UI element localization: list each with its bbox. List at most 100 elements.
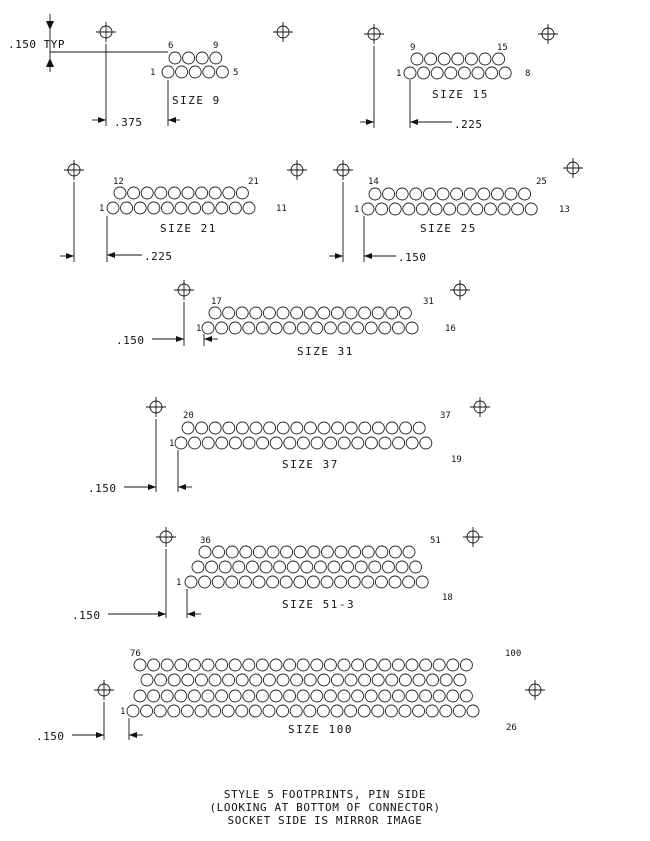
pin-hole	[504, 187, 518, 201]
pin-hole	[364, 658, 378, 672]
pin-hole	[429, 202, 443, 216]
pin-hole	[317, 306, 331, 320]
mounting-hole-icon	[463, 527, 483, 547]
pin-hole	[255, 321, 269, 335]
pin-hole	[358, 421, 372, 435]
offset-label: .375	[114, 116, 143, 129]
pin-hole	[439, 673, 453, 687]
pin-hole	[403, 66, 417, 80]
footprint-size-37: .150 20 37 1 19 SIZE 37	[88, 397, 490, 495]
pin-label-top-first: 76	[130, 649, 141, 659]
pin-hole	[187, 689, 201, 703]
pin-hole	[228, 321, 242, 335]
pin-hole	[228, 658, 242, 672]
pin-hole	[327, 560, 341, 574]
pin-hole	[392, 436, 406, 450]
pin-hole	[368, 187, 382, 201]
dimension-arrowhead	[98, 117, 106, 123]
pin-hole	[402, 545, 416, 559]
dimension-arrowhead	[148, 484, 156, 490]
pin-hole	[405, 321, 419, 335]
footprint-size-51-3: .150 36 51 1 18 SIZE 51-3	[72, 527, 483, 622]
pin-hole	[334, 545, 348, 559]
pin-hole	[303, 704, 317, 718]
pin-hole	[140, 186, 154, 200]
pitch-arrowhead	[46, 21, 54, 30]
pin-hole	[208, 673, 222, 687]
pin-label-top-last: 100	[505, 649, 521, 659]
dimension-arrowhead	[158, 611, 166, 617]
pin-hole	[201, 201, 215, 215]
pin-hole	[417, 66, 431, 80]
pin-label-top-last: 51	[430, 536, 441, 546]
pin-hole	[398, 673, 412, 687]
pin-hole	[290, 421, 304, 435]
pin-hole	[358, 306, 372, 320]
footprint-size-15: .225 9 15 1 8 SIZE 15	[360, 24, 558, 131]
pin-hole	[459, 689, 473, 703]
pin-hole	[160, 689, 174, 703]
pin-label-top-first: 17	[211, 297, 222, 307]
dimension-arrowhead	[129, 732, 137, 738]
size-label: SIZE 9	[172, 94, 221, 107]
pin-hole	[419, 658, 433, 672]
pin-hole	[276, 421, 290, 435]
pin-hole	[181, 421, 195, 435]
pin-hole	[167, 186, 181, 200]
pin-hole	[201, 658, 215, 672]
pin-hole	[262, 673, 276, 687]
pin-hole	[498, 66, 512, 80]
pin-hole	[371, 673, 385, 687]
pin-hole	[470, 202, 484, 216]
pin-hole	[497, 202, 511, 216]
pin-hole	[300, 560, 314, 574]
pin-hole	[293, 575, 307, 589]
pin-hole	[419, 436, 433, 450]
pin-hole	[208, 421, 222, 435]
pin-hole	[371, 704, 385, 718]
pin-hole	[388, 545, 402, 559]
pin-hole	[337, 436, 351, 450]
pin-hole	[415, 202, 429, 216]
pin-hole	[354, 560, 368, 574]
pin-hole	[201, 689, 215, 703]
pin-hole	[439, 704, 453, 718]
pin-hole	[276, 306, 290, 320]
pin-hole	[361, 202, 375, 216]
note-line: (LOOKING AT BOTTOM OF CONNECTOR)	[209, 801, 440, 814]
pin-hole	[388, 202, 402, 216]
dimension-arrowhead	[168, 117, 176, 123]
pin-hole	[283, 658, 297, 672]
pitch-arrowhead	[46, 58, 54, 67]
pin-hole	[208, 186, 222, 200]
pin-hole	[405, 436, 419, 450]
dimension-arrowhead	[178, 484, 186, 490]
mounting-hole-icon	[450, 280, 470, 300]
pin-hole	[195, 421, 209, 435]
pin-hole	[357, 704, 371, 718]
footprint-size-31: .150 17 31 1 16 SIZE 31	[116, 280, 470, 358]
pin-hole	[422, 187, 436, 201]
pin-hole	[286, 560, 300, 574]
pin-hole	[320, 575, 334, 589]
footprint-size-25: .150 14 25 1 13 SIZE 25	[329, 158, 583, 264]
pin-hole	[351, 436, 365, 450]
pin-hole	[361, 545, 375, 559]
pin-hole	[316, 704, 330, 718]
pin-hole	[492, 52, 506, 66]
pin-hole	[463, 187, 477, 201]
pin-hole	[361, 575, 375, 589]
pin-hole	[276, 704, 290, 718]
pin-hole	[235, 704, 249, 718]
pin-hole	[320, 545, 334, 559]
mounting-hole-icon	[525, 680, 545, 700]
size-label: SIZE 31	[297, 345, 354, 358]
pin-array	[126, 658, 480, 718]
pin-hole	[263, 421, 277, 435]
pin-hole	[296, 436, 310, 450]
pin-hole	[140, 673, 154, 687]
pin-label-bottom-last: 8	[525, 69, 530, 79]
mounting-hole-icon	[364, 24, 384, 44]
pin-hole	[201, 321, 215, 335]
